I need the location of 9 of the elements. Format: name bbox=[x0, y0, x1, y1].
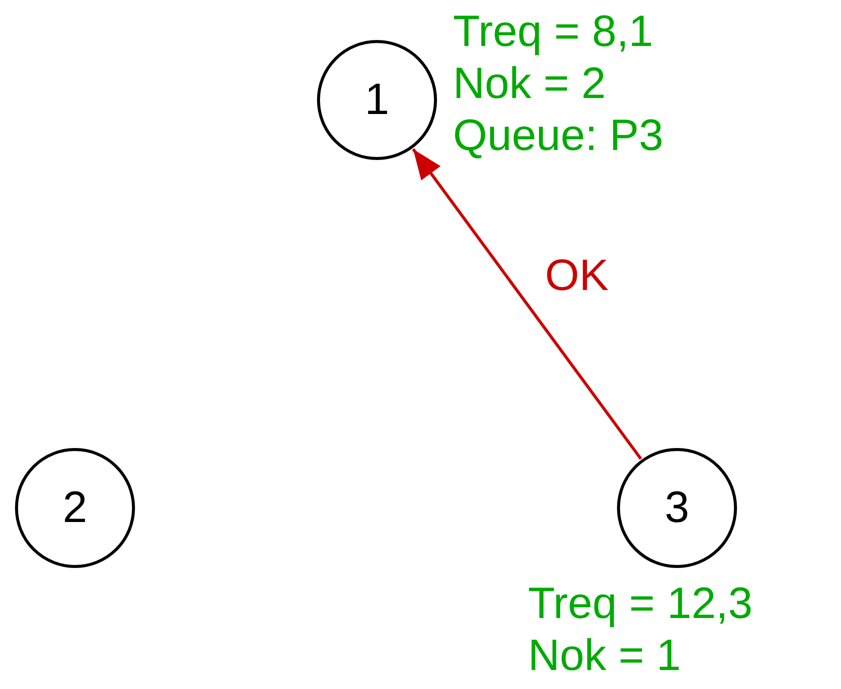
node-annotation: Treq = 8,1 bbox=[453, 6, 654, 58]
node-annotation: Treq = 12,3 bbox=[528, 578, 753, 630]
arrow bbox=[412, 148, 642, 460]
node-annotation: Queue: P3 bbox=[453, 110, 664, 162]
node-annotation: Nok = 2 bbox=[453, 58, 606, 110]
node-annotation: Nok = 1 bbox=[528, 630, 681, 682]
node-number: 3 bbox=[664, 486, 690, 530]
node-number: 1 bbox=[364, 78, 390, 122]
node-number: 2 bbox=[62, 486, 88, 530]
